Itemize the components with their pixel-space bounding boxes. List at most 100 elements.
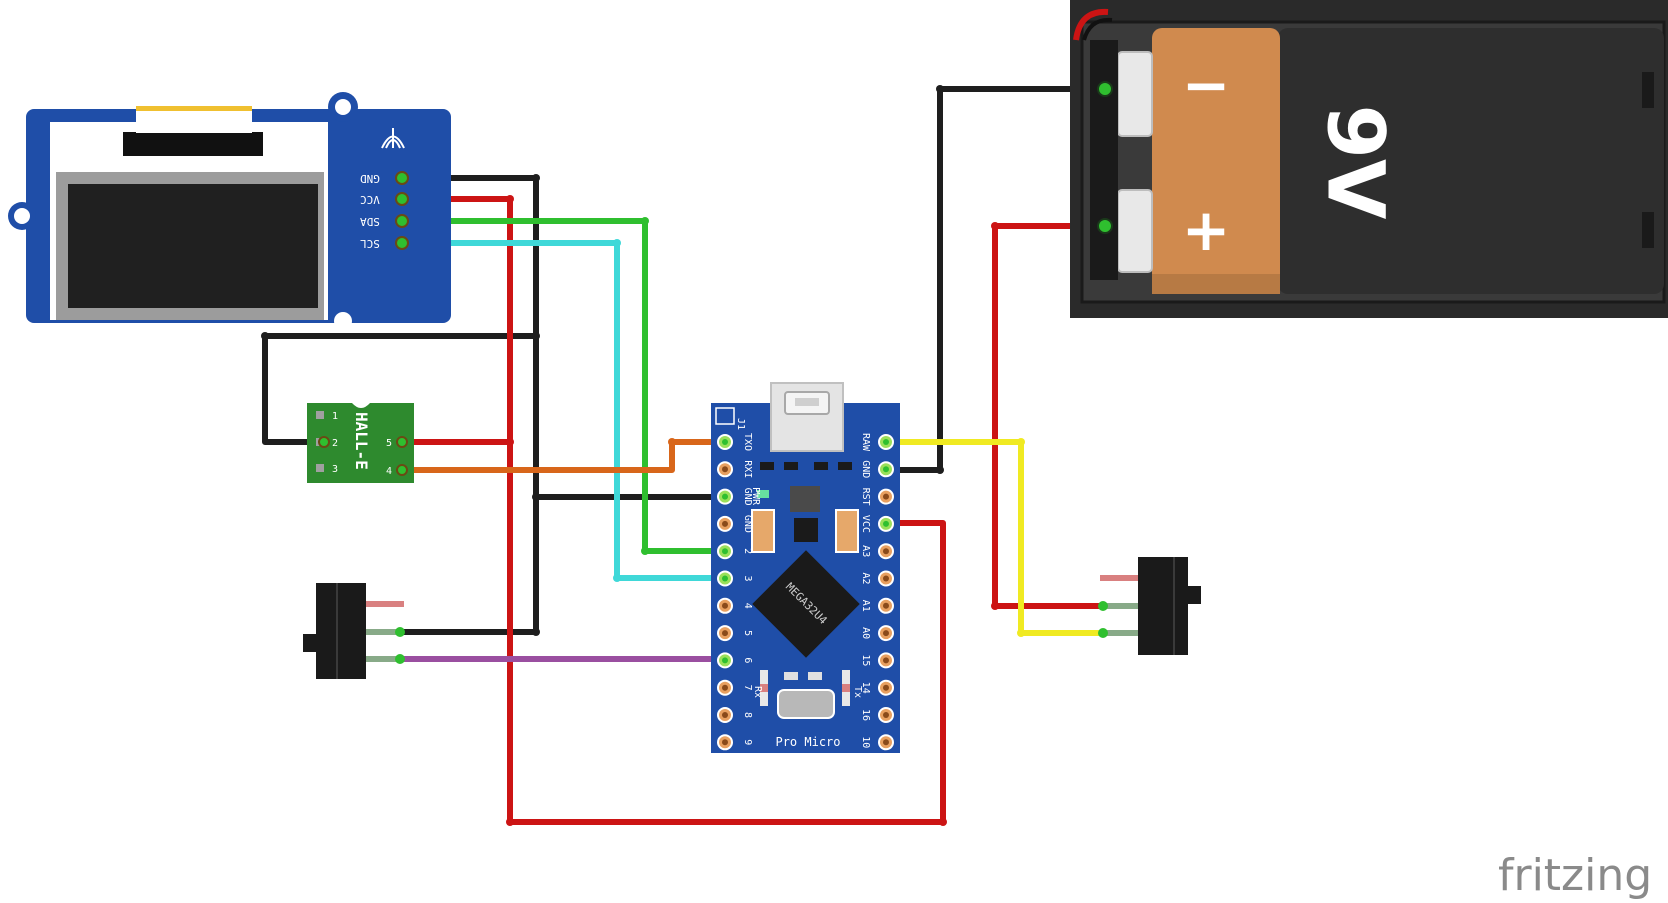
pro-micro-pin-label-right: RST (860, 488, 871, 506)
junction-dots (261, 85, 1025, 826)
battery-plus-label: + (1182, 196, 1231, 264)
pro-micro-pin-hole (883, 520, 889, 527)
pro-micro-regulator (790, 486, 820, 512)
pro-micro-pin-label-left: 6 (742, 657, 753, 663)
slide-switch-right-pin-2[interactable] (1098, 601, 1108, 611)
slide-switch-left-leg-2 (366, 629, 404, 635)
oled-pin-gnd[interactable] (395, 171, 409, 185)
slide-switch-right-leg-2 (1100, 603, 1138, 609)
junction-dot (936, 85, 944, 93)
battery-black-lead (1082, 17, 1113, 41)
pro-micro-pin-hole (883, 602, 889, 609)
tx-led-dot (842, 684, 850, 692)
pro-micro-pin-label-right: A1 (860, 600, 871, 612)
pro-micro-pin-label-left: GND (742, 488, 753, 506)
pwr-label: PWR (750, 487, 761, 506)
hall-pad-1 (316, 411, 324, 419)
slide-switch-left-pin-3[interactable] (395, 654, 405, 664)
wire-red-battery-plus (992, 223, 1108, 609)
hall-pin-label-1: 1 (332, 411, 338, 422)
battery-pin-plus[interactable] (1097, 218, 1113, 234)
oled-pin-label-vcc: VCC (360, 193, 380, 206)
oled-mount-hole-left-inner (14, 208, 30, 224)
pro-micro-pin-label-left: GND (742, 515, 753, 533)
hall-pin-2[interactable] (318, 436, 330, 448)
pro-micro-pin-label-left: 8 (742, 712, 753, 718)
pro-micro-pin-hole (722, 684, 728, 691)
slide-switch-right[interactable] (1098, 557, 1201, 655)
pro-micro-pin-hole (883, 684, 889, 691)
pwr-led (757, 490, 769, 498)
wire-black-hall-pin2 (262, 333, 327, 445)
pro-micro-pin-label-right: 14 (860, 682, 871, 694)
pro-micro[interactable]: J1 MEGA32U4 PWR Rx Tx Pro Micro TXORXIGN… (711, 382, 900, 753)
junction-dot (506, 438, 514, 446)
oled-ribbon (123, 132, 263, 156)
pro-micro-pin-hole (883, 712, 889, 718)
battery-pin-minus[interactable] (1097, 81, 1113, 97)
tx-label: Tx (852, 686, 863, 698)
battery-copper-top (1152, 28, 1280, 294)
pro-micro-pin-label-right: A0 (860, 627, 871, 639)
wire-black-battery-minus (883, 86, 1108, 473)
fritzing-watermark: fritzing (1498, 850, 1652, 901)
hall-sensor[interactable]: 1 2 3 HALL-E 5 4 (307, 403, 414, 483)
pro-micro-pin-label-right: RAW (860, 433, 871, 452)
junction-dot (641, 217, 649, 225)
pro-micro-pin-hole (883, 439, 889, 445)
junction-dot (668, 438, 676, 446)
pro-micro-crystal-top2 (808, 672, 822, 680)
junction-dot (532, 174, 540, 182)
slide-switch-left[interactable] (303, 583, 405, 679)
oled-ribbon-neck (136, 111, 252, 133)
oled-pin-scl[interactable] (395, 236, 409, 250)
hall-pin-label-5: 5 (386, 438, 392, 449)
slide-switch-right-knob (1186, 586, 1201, 604)
pro-micro-pin-label-left: 5 (742, 630, 753, 636)
pro-micro-crystal (777, 689, 835, 719)
hall-notch (352, 403, 370, 408)
junction-dot (613, 574, 621, 582)
pro-micro-pin-label-right: 10 (860, 736, 871, 748)
junction-dot (532, 628, 540, 636)
pro-micro-pin-label-right: 16 (860, 709, 871, 721)
oled-pin-label-scl: SCL (360, 237, 380, 250)
pro-micro-pin-label-right: 15 (860, 654, 871, 666)
pro-micro-cap-right (835, 509, 859, 553)
wire-cyan-scl (399, 240, 728, 581)
slide-switch-right-pin-3[interactable] (1098, 628, 1108, 638)
seeed-logo-icon (381, 128, 405, 149)
pro-micro-pin-label-left: 9 (742, 739, 753, 745)
junction-dot (936, 466, 944, 474)
pro-micro-smd-3 (838, 462, 852, 470)
hall-pin-5[interactable] (396, 436, 408, 448)
pro-micro-pin-hole (883, 493, 889, 500)
battery-9v[interactable]: − + 9V (1070, 0, 1668, 318)
oled-pin-label-sda: SDA (360, 215, 380, 228)
wires (262, 86, 1108, 825)
slide-switch-left-pin-2[interactable] (395, 627, 405, 637)
oled-ribbon-top (136, 106, 252, 111)
pro-micro-pin-hole (722, 575, 728, 582)
slide-switch-right-leg-3 (1100, 630, 1138, 636)
battery-right-latch-2 (1642, 212, 1654, 248)
junction-dot (506, 195, 514, 203)
rx-led-dot (760, 684, 768, 692)
junction-dot (1017, 438, 1025, 446)
pro-micro-pin-label-right: A3 (860, 545, 871, 557)
pro-micro-pin-hole (722, 657, 728, 664)
wire-green-sda (399, 218, 728, 554)
oled-module[interactable]: GND VCC SDA SCL (8, 92, 451, 330)
battery-terminal-minus (1117, 51, 1153, 137)
pro-micro-smd-2 (814, 462, 828, 470)
junction-dot (1017, 629, 1025, 637)
pro-micro-smd-1 (784, 462, 798, 470)
pro-micro-pin-label-left: 3 (742, 575, 753, 581)
oled-pin-sda[interactable] (395, 214, 409, 228)
pro-micro-pin-hole (883, 575, 889, 582)
oled-pin-vcc[interactable] (395, 192, 409, 206)
pro-micro-pin-label-left: 2 (742, 548, 753, 554)
hall-pin-label-3: 3 (332, 464, 338, 475)
hall-pin-4[interactable] (396, 464, 408, 476)
